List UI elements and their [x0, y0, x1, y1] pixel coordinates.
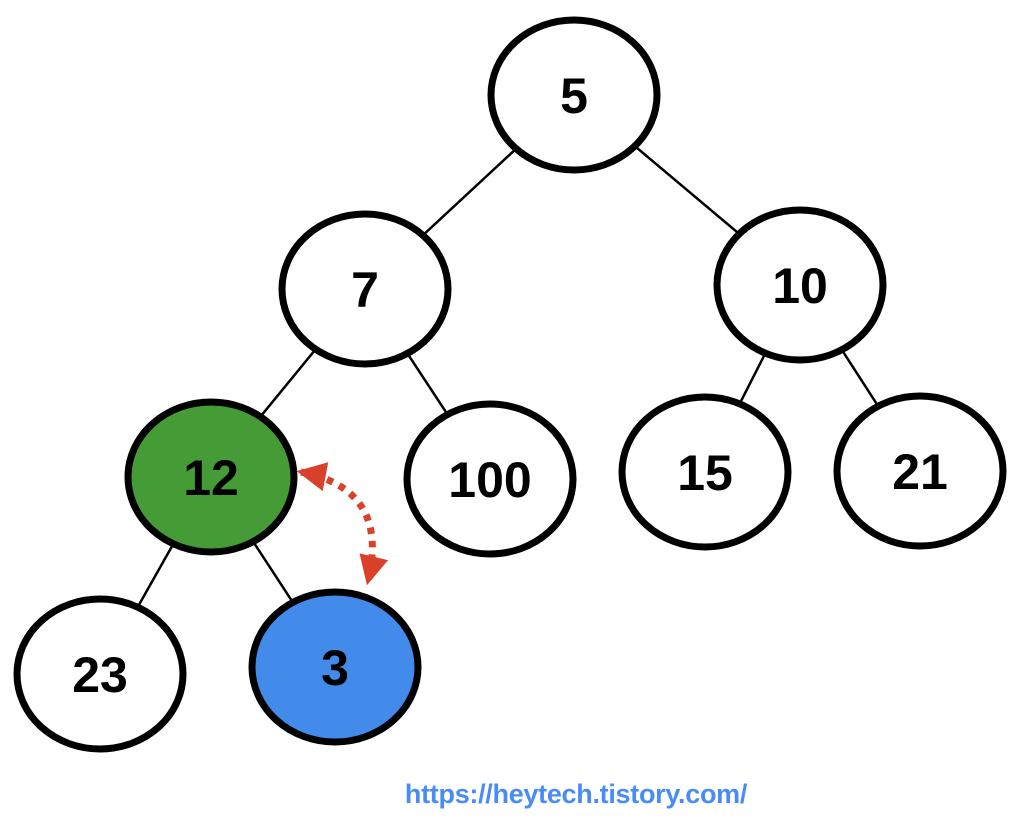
tree-node-15: 15 [618, 393, 792, 551]
node-circle-12 [124, 398, 298, 556]
node-circle-3 [248, 588, 422, 746]
tree-node-12: 12 [124, 398, 298, 556]
tree-node-21: 21 [833, 392, 1007, 550]
node-value-10: 10 [772, 258, 828, 314]
nodes-layer: 5 7 10 12 100 15 21 23 3 [13, 16, 1007, 753]
footer-url-link[interactable]: https://heytech.tistory.com/ [404, 779, 748, 809]
node-circle-7 [278, 210, 452, 368]
swap-arrow-layer [296, 462, 389, 586]
tree-node-10: 10 [713, 206, 887, 364]
node-value-15: 15 [677, 445, 733, 501]
node-circle-21 [833, 392, 1007, 550]
node-circle-10 [713, 206, 887, 364]
tree-node-7: 7 [278, 210, 452, 368]
tree-node-3: 3 [248, 588, 422, 746]
node-value-7: 7 [351, 262, 379, 318]
swap-arrow [296, 462, 389, 586]
tree-node-100: 100 [403, 400, 577, 558]
tree-node-23: 23 [13, 595, 187, 753]
node-circle-15 [618, 393, 792, 551]
node-circle-100 [403, 400, 577, 558]
node-value-23: 23 [72, 647, 128, 703]
node-value-5: 5 [560, 68, 588, 124]
tree-node-5: 5 [487, 16, 661, 174]
node-value-3: 3 [321, 640, 349, 696]
node-value-100: 100 [448, 452, 531, 508]
node-circle-23 [13, 595, 187, 753]
node-value-21: 21 [892, 444, 948, 500]
node-value-12: 12 [183, 450, 239, 506]
node-circle-5 [487, 16, 661, 174]
edges-layer [98, 94, 922, 675]
